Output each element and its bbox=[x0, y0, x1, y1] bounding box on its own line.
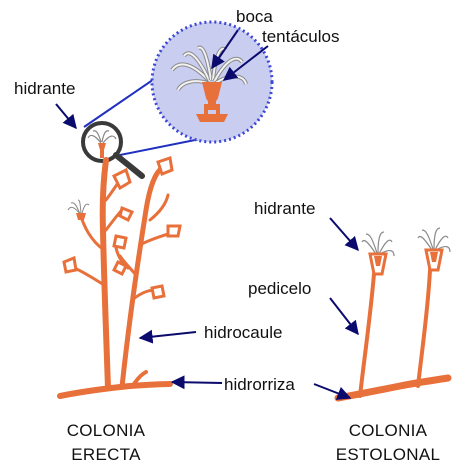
arrow-hidrante-right bbox=[330, 218, 358, 250]
label-hidrante-left: hidrante bbox=[14, 79, 75, 98]
arrow-hidrocaule bbox=[140, 332, 196, 338]
erect-colony bbox=[60, 158, 180, 396]
label-pedicelo: pedicelo bbox=[248, 279, 311, 298]
zoom-line-top bbox=[84, 75, 160, 127]
erect-colony-stems bbox=[60, 160, 174, 396]
caption-stolonal-line1: COLONIA bbox=[349, 421, 428, 440]
stolonal-colony bbox=[338, 228, 450, 398]
caption-erect-line2: ERECTA bbox=[71, 445, 141, 464]
arrow-hidrorriza-left bbox=[172, 382, 222, 383]
stolonal-hydranth-left bbox=[362, 232, 394, 274]
captions: COLONIA ERECTA COLONIA ESTOLONAL bbox=[67, 421, 441, 464]
label-hidrante-right: hidrante bbox=[254, 199, 315, 218]
arrow-pedicelo bbox=[330, 298, 358, 334]
label-tentaculos: tentáculos bbox=[262, 27, 340, 46]
arrow-hidrorriza-right bbox=[314, 384, 350, 398]
label-hidrorriza: hidrorriza bbox=[224, 375, 295, 394]
magnifying-glass-icon bbox=[83, 123, 142, 176]
label-hidrocaule: hidrocaule bbox=[204, 323, 282, 342]
zoom-line-bottom bbox=[120, 138, 205, 155]
erect-colony-hydrothecae bbox=[64, 158, 180, 298]
arrow-hidrante-left bbox=[56, 104, 76, 128]
caption-stolonal-line2: ESTOLONAL bbox=[336, 445, 440, 464]
caption-erect-line1: COLONIA bbox=[67, 421, 146, 440]
erect-colony-open-hydranth bbox=[68, 200, 89, 220]
stolonal-hydranth-right bbox=[418, 228, 450, 270]
label-boca: boca bbox=[236, 7, 273, 26]
stolonal-colony-stems bbox=[338, 270, 448, 398]
zoom-circle bbox=[152, 22, 272, 142]
